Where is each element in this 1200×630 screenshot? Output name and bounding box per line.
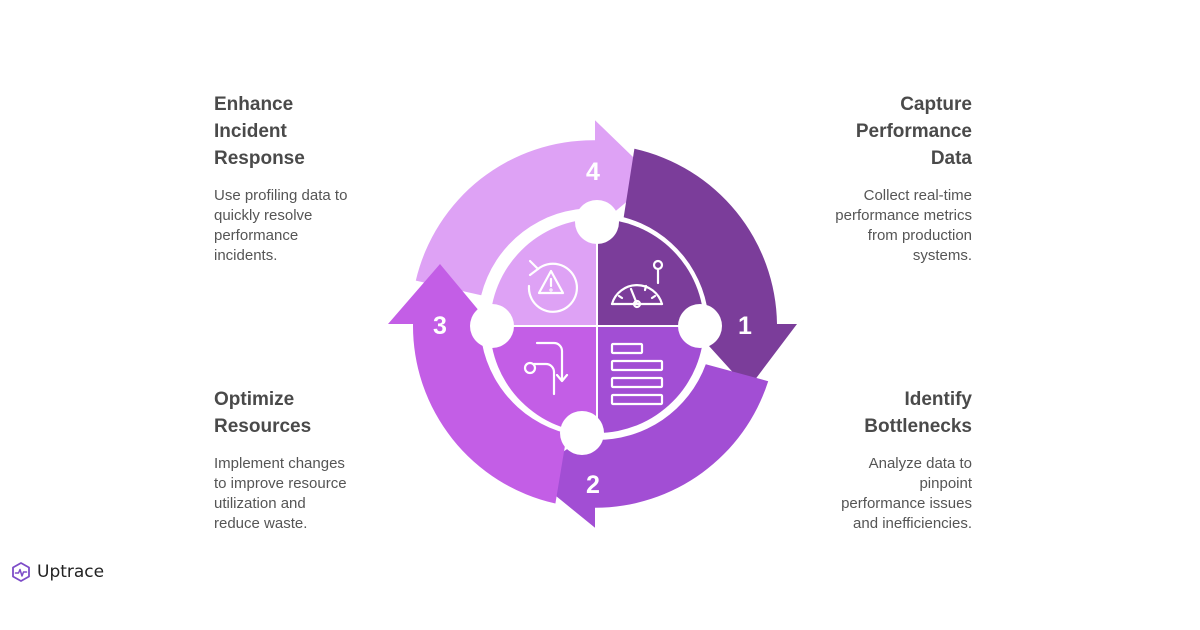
step-2-description: Analyze data to pinpoint performance iss… <box>841 455 972 532</box>
step-3-description: Implement changes to improve resource ut… <box>214 455 347 532</box>
step-1-description: Collect real-time performance metrics fr… <box>835 187 972 264</box>
step-3-number: 3 <box>433 312 447 340</box>
quadrant-top-left <box>490 219 597 326</box>
step-2-block: Identify Bottlenecks Analyze data to pin… <box>772 386 972 534</box>
connector-notches <box>470 200 722 455</box>
arrow-1 <box>623 148 797 389</box>
step-2-number: 2 <box>586 471 600 499</box>
step-1-number: 1 <box>738 312 752 340</box>
step-4-title: Enhance Incident Response <box>214 94 305 169</box>
step-1-block: Capture Performance Data Collect real-ti… <box>772 91 972 266</box>
speedometer-icon <box>610 259 664 309</box>
alert-refresh-icon <box>527 259 578 313</box>
bar-list-icon <box>610 342 664 406</box>
quadrant-bottom-left <box>490 326 597 433</box>
step-3-block: Optimize Resources Implement changes to … <box>214 386 414 534</box>
step-4-description: Use profiling data to quickly resolve pe… <box>214 187 348 264</box>
brand-name: Uptrace <box>37 562 105 582</box>
cycle-arrows <box>388 120 797 528</box>
brand: Uptrace <box>10 560 104 584</box>
route-icon <box>523 341 569 396</box>
uptrace-logo-icon <box>12 562 30 582</box>
arrow-3 <box>388 264 567 504</box>
step-3-title: Optimize Resources <box>214 389 312 437</box>
step-4-number: 4 <box>586 158 600 186</box>
arrow-4 <box>415 120 655 296</box>
step-1-title: Capture Performance Data <box>855 94 972 169</box>
step-2-title: Identify Bottlenecks <box>864 389 972 437</box>
arrow-2 <box>530 364 769 528</box>
quadrant-top-right <box>597 219 704 326</box>
inner-wheel <box>490 219 704 433</box>
step-4-block: Enhance Incident Response Use profiling … <box>214 91 414 266</box>
